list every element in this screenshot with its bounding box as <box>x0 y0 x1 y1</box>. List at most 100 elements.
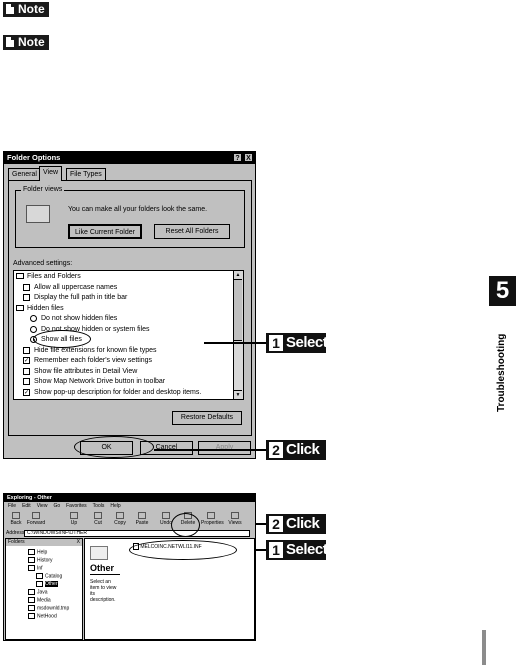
tree-item[interactable]: msdownld.tmp <box>28 605 69 611</box>
radio-button[interactable] <box>30 315 37 322</box>
tab-file-types[interactable]: File Types <box>66 168 106 180</box>
checkbox[interactable] <box>23 283 30 291</box>
chapter-label: Troubleshooting <box>496 333 507 412</box>
folder-views-legend: Folder views <box>21 186 65 193</box>
restore-defaults-button[interactable]: Restore Defaults <box>172 411 242 425</box>
toolbar-icon <box>162 512 170 519</box>
setting-label: Show file attributes in Detail View <box>34 367 138 375</box>
toolbar-icon <box>138 512 146 519</box>
toolbar-button[interactable]: Up <box>64 511 84 526</box>
folder-icon <box>28 549 35 555</box>
tree-label: Media <box>37 597 51 604</box>
menu-item[interactable]: Go <box>53 503 61 509</box>
setting-label: Display the full path in title bar <box>34 294 128 301</box>
folder-icon <box>28 605 35 611</box>
tree-item[interactable]: Catalog <box>36 573 62 579</box>
toolbar-button[interactable]: Forward <box>26 511 46 526</box>
setting-label: Show pop-up description for folder and d… <box>34 388 202 396</box>
menu-item[interactable]: Favorites <box>66 503 87 509</box>
checkbox[interactable] <box>23 367 30 375</box>
toolbar-button[interactable]: Paste <box>132 511 152 526</box>
toolbar-button[interactable]: Copy <box>110 511 130 526</box>
tree-item[interactable]: Inf <box>28 565 43 571</box>
info-divider <box>90 574 120 575</box>
checkbox[interactable] <box>23 346 30 354</box>
folder-hint: Select an item to view its description. <box>90 579 117 603</box>
scroll-up-arrow-icon[interactable]: ▲ <box>234 272 242 280</box>
tree-label: Inf <box>37 565 43 572</box>
close-button[interactable]: X <box>244 153 253 162</box>
folder-views-group: Folder views You can make all your folde… <box>15 186 245 248</box>
folders-close-icon[interactable]: X <box>76 539 80 545</box>
folder-icon <box>28 613 35 619</box>
scroll-down-arrow-icon[interactable]: ▼ <box>234 390 242 398</box>
help-button[interactable]: ? <box>233 153 242 162</box>
apply-button[interactable]: Apply <box>198 441 251 455</box>
delete-highlight-oval <box>171 513 200 537</box>
advanced-settings-label: Advanced settings: <box>13 260 73 267</box>
toolbar-button[interactable]: Properties <box>201 511 224 526</box>
tree-item[interactable]: Other <box>36 581 58 588</box>
toolbar-label: Up <box>70 520 78 526</box>
tree-label: NetHood <box>37 613 57 620</box>
folder-icon <box>28 597 35 603</box>
tab-general[interactable]: General <box>8 168 41 180</box>
toolbar-icon <box>231 512 239 519</box>
scroll-thumb[interactable] <box>234 280 242 341</box>
explorer-window: Exploring - Other File Edit View Go Favorite… <box>3 493 256 641</box>
toolbar-button[interactable]: Back <box>6 511 26 526</box>
tree-item[interactable]: Media <box>28 597 51 603</box>
toolbar-icon <box>94 512 102 519</box>
folder-icon <box>16 304 24 311</box>
folder-icon <box>36 581 43 587</box>
setting-label: Hidden files <box>27 304 64 312</box>
folder-icon <box>26 205 50 223</box>
menu-item[interactable]: Tools <box>92 503 105 509</box>
folder-options-dialog: Folder Options ? X General View File Typ… <box>3 151 256 459</box>
toolbar-label: Back <box>10 520 22 526</box>
reset-all-folders-button[interactable]: Reset All Folders <box>154 224 230 239</box>
menu-item[interactable]: View <box>36 503 48 509</box>
tree-label: Other <box>45 581 58 588</box>
toolbar-button[interactable]: Cut <box>88 511 108 526</box>
list-scrollbar[interactable]: ▲ ▼ <box>233 271 243 399</box>
menu-item[interactable]: Help <box>110 503 121 509</box>
address-input[interactable]: C:\WINDOWS\INF\OTHER <box>24 530 250 537</box>
dialog-title: Folder Options <box>7 153 61 162</box>
address-bar: Address C:\WINDOWS\INF\OTHER <box>6 530 254 537</box>
checkbox[interactable]: ✓ <box>23 357 30 364</box>
checkbox[interactable] <box>23 294 30 301</box>
select-highlight-oval <box>33 330 91 348</box>
tab-view[interactable]: View <box>39 166 63 181</box>
menu-item[interactable]: Edit <box>22 503 31 509</box>
tree-item[interactable]: Java <box>28 589 48 595</box>
toolbar-label: Cut <box>94 520 102 526</box>
tree-item[interactable]: NetHood <box>28 613 57 619</box>
setting-label: Do not show hidden files <box>41 315 118 322</box>
explorer-title: Exploring - Other <box>7 495 52 501</box>
folder-icon <box>16 273 24 279</box>
setting-label: Do not show hidden or system files <box>41 325 150 333</box>
address-label: Address <box>6 530 25 536</box>
toolbar-button[interactable]: Views <box>225 511 245 526</box>
note-label-2: Note <box>3 35 49 50</box>
tree-item[interactable]: Help <box>28 549 47 555</box>
checkbox[interactable] <box>23 378 30 385</box>
menu-item[interactable]: File <box>8 503 17 509</box>
tree-item[interactable]: History <box>28 557 53 563</box>
file-highlight-oval <box>129 540 237 560</box>
toolbar-button[interactable]: Undo <box>156 511 176 526</box>
checkbox[interactable]: ✓ <box>23 388 30 396</box>
toolbar-icon <box>70 512 78 519</box>
toolbar-label: Copy <box>114 520 126 526</box>
setting-label: Files and Folders <box>27 273 81 280</box>
toolbar-icon <box>12 512 20 519</box>
chapter-tab: 5 <box>489 276 516 306</box>
radio-button[interactable] <box>30 325 37 333</box>
like-current-folder-button[interactable]: Like Current Folder <box>68 224 142 239</box>
